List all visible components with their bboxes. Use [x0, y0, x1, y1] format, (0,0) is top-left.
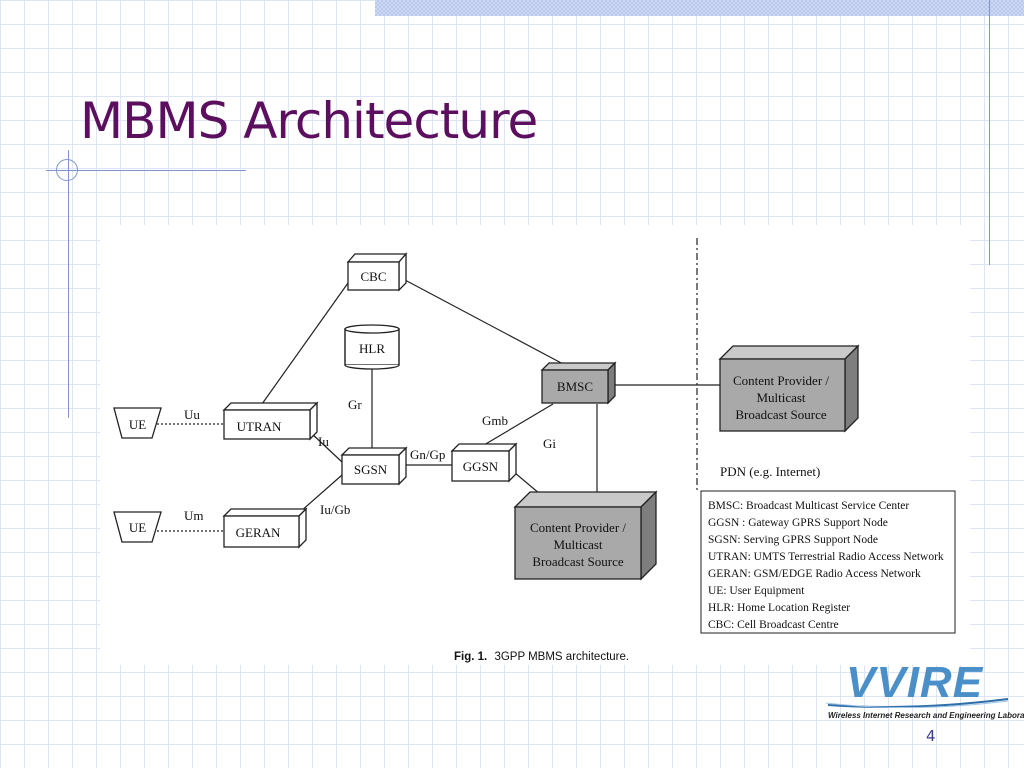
content-center-line3: Broadcast Source [532, 554, 624, 569]
sgsn-node: SGSN [340, 446, 408, 486]
edge-ggsn-bmsc [483, 403, 554, 446]
geran-label: GERAN [236, 525, 281, 540]
legend-item: SGSN: Serving GPRS Support Node [708, 534, 878, 546]
legend-item: GGSN : Gateway GPRS Support Node [708, 517, 888, 529]
content-right-line2: Multicast [756, 390, 805, 405]
iu-label: Iu [318, 434, 329, 449]
pdn-label: PDN (e.g. Internet) [720, 464, 820, 479]
left-accent-line [68, 150, 69, 418]
hlr-node: HLR [344, 324, 400, 370]
ue2-label: UE [129, 520, 146, 535]
gmb-label: Gmb [482, 413, 508, 428]
geran-node: GERAN [222, 507, 308, 549]
content-center-line1: Content Provider / [530, 520, 626, 535]
content-provider-right-node: Content Provider / Multicast Broadcast S… [718, 344, 860, 433]
legend-item: BMSC: Broadcast Multicast Service Center [708, 500, 909, 512]
legend-item: CBC: Cell Broadcast Centre [708, 619, 839, 631]
right-accent-line [989, 0, 990, 265]
utran-node: UTRAN [222, 401, 319, 441]
ggsn-node: GGSN [450, 442, 518, 483]
legend-item: UTRAN: UMTS Terrestrial Radio Access Net… [708, 551, 944, 563]
bmsc-label: BMSC [557, 379, 593, 394]
cbc-label: CBC [360, 269, 386, 284]
slide-title: MBMS Architecture [80, 92, 538, 150]
iugb-label: Iu/Gb [320, 502, 350, 517]
content-right-line3: Broadcast Source [735, 407, 827, 422]
ue2-node: UE [113, 511, 162, 543]
um-label: Um [184, 508, 204, 523]
edge-geran-sgsn [299, 474, 343, 513]
edge-cbc-bmsc [404, 279, 566, 366]
gr-label: Gr [348, 397, 362, 412]
sgsn-label: SGSN [354, 462, 388, 477]
legend-item: UE: User Equipment [708, 585, 805, 597]
utran-label: UTRAN [237, 419, 282, 434]
content-provider-center-node: Content Provider / Multicast Broadcast S… [513, 490, 658, 581]
legend-box [700, 490, 956, 634]
content-right-line1: Content Provider / [733, 373, 829, 388]
caption-prefix: Fig. 1. [454, 651, 487, 663]
gngp-label: Gn/Gp [410, 447, 445, 462]
top-decorative-band [375, 0, 1024, 16]
ue1-node: UE [113, 407, 162, 439]
hlr-label: HLR [359, 341, 385, 356]
logo-subtitle: Wireless Internet Research and Engineeri… [828, 711, 1024, 720]
content-center-line2: Multicast [553, 537, 602, 552]
ggsn-label: GGSN [463, 459, 499, 474]
figure-caption: Fig. 1. 3GPP MBMS architecture. [454, 651, 629, 663]
cbc-node: CBC [346, 252, 408, 292]
gi-label: Gi [543, 436, 556, 451]
vvire-logo-icon [825, 698, 1009, 709]
interface-labels: Uu Um Iu Iu/Gb Gr Gn/Gp Gmb Gi [184, 397, 556, 523]
legend-item: GERAN: GSM/EDGE Radio Access Network [708, 568, 921, 580]
uu-label: Uu [184, 407, 200, 422]
title-underline [46, 170, 246, 171]
caption-text: 3GPP MBMS architecture. [494, 651, 629, 663]
logo-wordmark: VVIRE [846, 658, 984, 707]
edge-utran-sgsn [309, 431, 343, 463]
ue1-label: UE [129, 417, 146, 432]
page-number: 4 [926, 727, 936, 745]
edge-utran-cbc [261, 282, 349, 405]
legend-item: HLR: Home Location Register [708, 602, 850, 614]
legend: BMSC: Broadcast Multicast Service Center… [700, 490, 956, 634]
bmsc-node: BMSC [540, 361, 617, 405]
crosshair-ornament-icon [56, 159, 78, 181]
diagram-edges [157, 238, 720, 532]
